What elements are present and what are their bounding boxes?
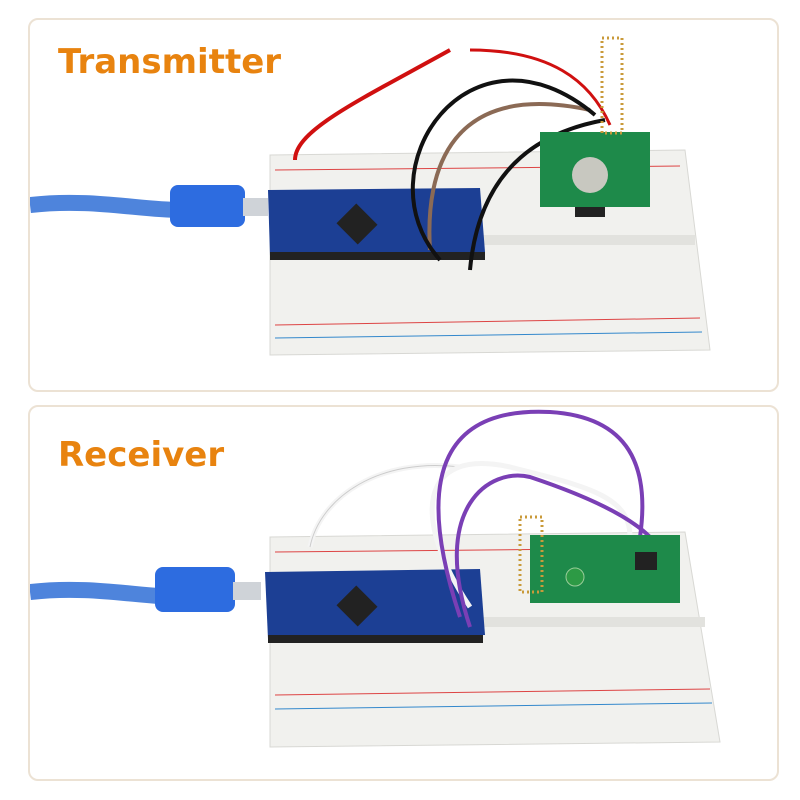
arduino-nano xyxy=(268,188,485,256)
receiver-title: Receiver xyxy=(58,435,225,475)
transmitter-photo xyxy=(30,36,711,356)
antenna-coil xyxy=(518,515,544,594)
arduino-nano xyxy=(265,569,485,639)
rf-receiver-module xyxy=(530,535,680,603)
transmitter-title: Transmitter xyxy=(58,42,282,82)
transmitter-panel: Transmitter xyxy=(28,18,779,392)
antenna-coil xyxy=(600,36,624,135)
receiver-photo xyxy=(30,409,721,748)
usb-connector xyxy=(170,185,245,227)
usb-connector xyxy=(155,567,235,612)
receiver-panel: Receiver xyxy=(28,405,779,781)
usb-cable xyxy=(30,194,181,218)
